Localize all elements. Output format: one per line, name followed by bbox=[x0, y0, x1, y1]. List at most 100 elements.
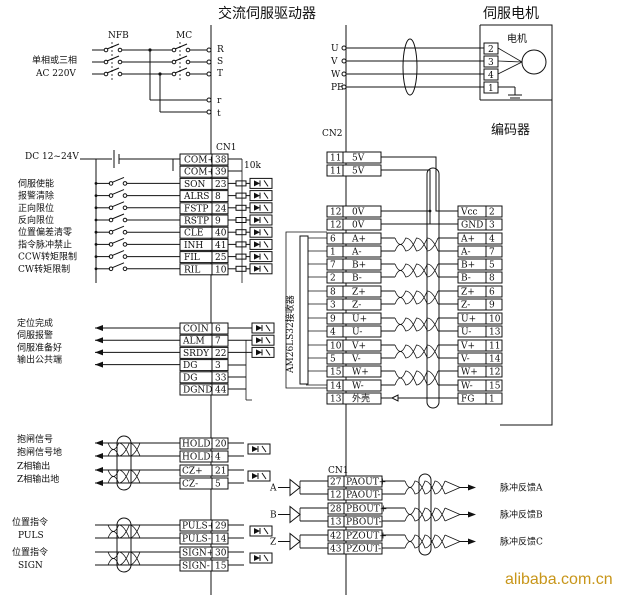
motor-pin-box bbox=[483, 68, 499, 81]
switch-contact bbox=[117, 59, 123, 65]
cn1-feedback-label: CN1 bbox=[328, 466, 349, 476]
arrow-head bbox=[95, 349, 103, 356]
junction bbox=[94, 230, 98, 234]
feedback-merge bbox=[444, 534, 462, 549]
pair-wire-b bbox=[394, 237, 439, 252]
cn1-pin: 6 bbox=[215, 325, 221, 335]
cn2-signal: V- bbox=[351, 355, 361, 365]
cn1-signal: CZ- bbox=[182, 480, 198, 490]
cn1-signal: CLE bbox=[184, 229, 203, 239]
opto-body bbox=[247, 443, 271, 455]
opto-diode bbox=[256, 325, 262, 331]
cn2-signal: W+ bbox=[352, 368, 369, 378]
opto-body bbox=[249, 552, 273, 564]
input-optocoupler bbox=[249, 202, 273, 214]
pulse-description: PULS bbox=[18, 531, 44, 541]
switch-contact bbox=[108, 181, 114, 186]
pair-wire-a bbox=[394, 237, 439, 252]
switch-blade bbox=[174, 55, 188, 62]
enc-pin-box bbox=[485, 205, 503, 218]
opto-body bbox=[249, 202, 273, 214]
enc-signal: Vcc bbox=[460, 208, 478, 218]
cn1-pin: 10 bbox=[215, 265, 227, 275]
fb-signal: PZOUT- bbox=[346, 545, 381, 555]
resistor bbox=[235, 192, 247, 199]
fb-signal: PAOUT+ bbox=[346, 478, 386, 488]
cn1-pin: 21 bbox=[215, 467, 226, 477]
pair-wire-a bbox=[404, 507, 446, 522]
pair-wire-b bbox=[394, 263, 439, 278]
opto-body bbox=[249, 190, 273, 202]
switch-contact bbox=[122, 266, 128, 272]
pair-wire-b bbox=[404, 534, 446, 549]
terminal-t: t bbox=[217, 109, 221, 119]
motor-terminal-label: PE bbox=[331, 83, 344, 93]
cn1-pulse-block: 位置指令PULS位置指令SIGNPULS+29PULS-14SIGN+30SIG… bbox=[12, 516, 273, 573]
switch-contact bbox=[122, 254, 128, 259]
junction bbox=[94, 267, 98, 271]
switch-contact bbox=[185, 47, 191, 53]
arrow-head bbox=[468, 484, 476, 491]
feedback-output-label: 脉冲反馈C bbox=[500, 536, 543, 548]
cn2-signal: U- bbox=[352, 328, 362, 338]
switch-blade bbox=[111, 237, 125, 244]
resistor bbox=[235, 204, 247, 211]
cable-shield bbox=[402, 38, 418, 96]
output-optocoupler bbox=[251, 346, 275, 358]
cn2-pin: 5 bbox=[330, 355, 336, 365]
cn1-pin: 14 bbox=[215, 535, 227, 545]
motor-pin: 3 bbox=[488, 58, 494, 68]
opto-diode bbox=[254, 555, 260, 561]
mc-label: MC bbox=[176, 31, 192, 41]
cn2-signal: 5V bbox=[352, 167, 365, 177]
resistor-label: 10k bbox=[244, 161, 261, 171]
opto-body bbox=[251, 322, 275, 334]
arrow-head bbox=[95, 337, 103, 344]
cn2-pin: 10 bbox=[330, 342, 342, 352]
opto-diode bbox=[254, 253, 260, 260]
enc-pin-box bbox=[485, 232, 503, 245]
cn2-signal-box bbox=[342, 245, 382, 258]
cn1-pin: 38 bbox=[215, 156, 227, 166]
cn2-pin: 11 bbox=[330, 167, 341, 177]
cn1-signal: HOLD+ bbox=[182, 440, 218, 450]
pulse-shield bbox=[116, 517, 132, 573]
cn2-signal-box bbox=[342, 352, 382, 365]
feedback-shield bbox=[418, 473, 432, 556]
encoder-twisted-pair bbox=[394, 344, 439, 359]
fb-pin: 13 bbox=[330, 518, 342, 528]
input-optocoupler bbox=[249, 251, 273, 263]
encoder-shield bbox=[426, 167, 440, 409]
supply-line1: 单相或三相 bbox=[32, 54, 77, 66]
enc-pin: 12 bbox=[489, 368, 500, 378]
opto-body bbox=[249, 214, 273, 226]
switch-contact bbox=[122, 181, 128, 186]
cn2-pin: 2 bbox=[330, 274, 336, 284]
pair-wire-a bbox=[394, 344, 439, 359]
brake-description: Z相输出地 bbox=[17, 473, 59, 485]
cn1-signal: CZ+ bbox=[182, 467, 203, 477]
enc-signal: Z+ bbox=[461, 288, 475, 298]
motor-title: 伺服电机 bbox=[483, 6, 539, 22]
puls-optocoupler bbox=[249, 525, 273, 537]
sign-twisted-pair bbox=[107, 551, 141, 566]
enc-signal: FG bbox=[461, 395, 474, 405]
input-switch bbox=[108, 225, 128, 235]
pair-wire-a bbox=[394, 370, 439, 386]
line-driver bbox=[289, 532, 301, 551]
enc-pin: 8 bbox=[489, 274, 495, 284]
puls-twisted-pair bbox=[107, 524, 141, 539]
enc-pin: 4 bbox=[489, 235, 495, 245]
cn2-pin: 15 bbox=[330, 368, 342, 378]
pair-wire-a bbox=[404, 480, 446, 495]
cn1-signal: INH bbox=[184, 241, 203, 251]
opto-transistor bbox=[263, 253, 269, 260]
cn1-pin: 40 bbox=[215, 229, 227, 239]
cn2-signal: B+ bbox=[352, 261, 366, 271]
cn1-signal: SON bbox=[184, 180, 206, 190]
junction bbox=[94, 206, 98, 210]
enc-signal: Z- bbox=[461, 301, 470, 311]
enc-signal: A- bbox=[460, 248, 471, 258]
